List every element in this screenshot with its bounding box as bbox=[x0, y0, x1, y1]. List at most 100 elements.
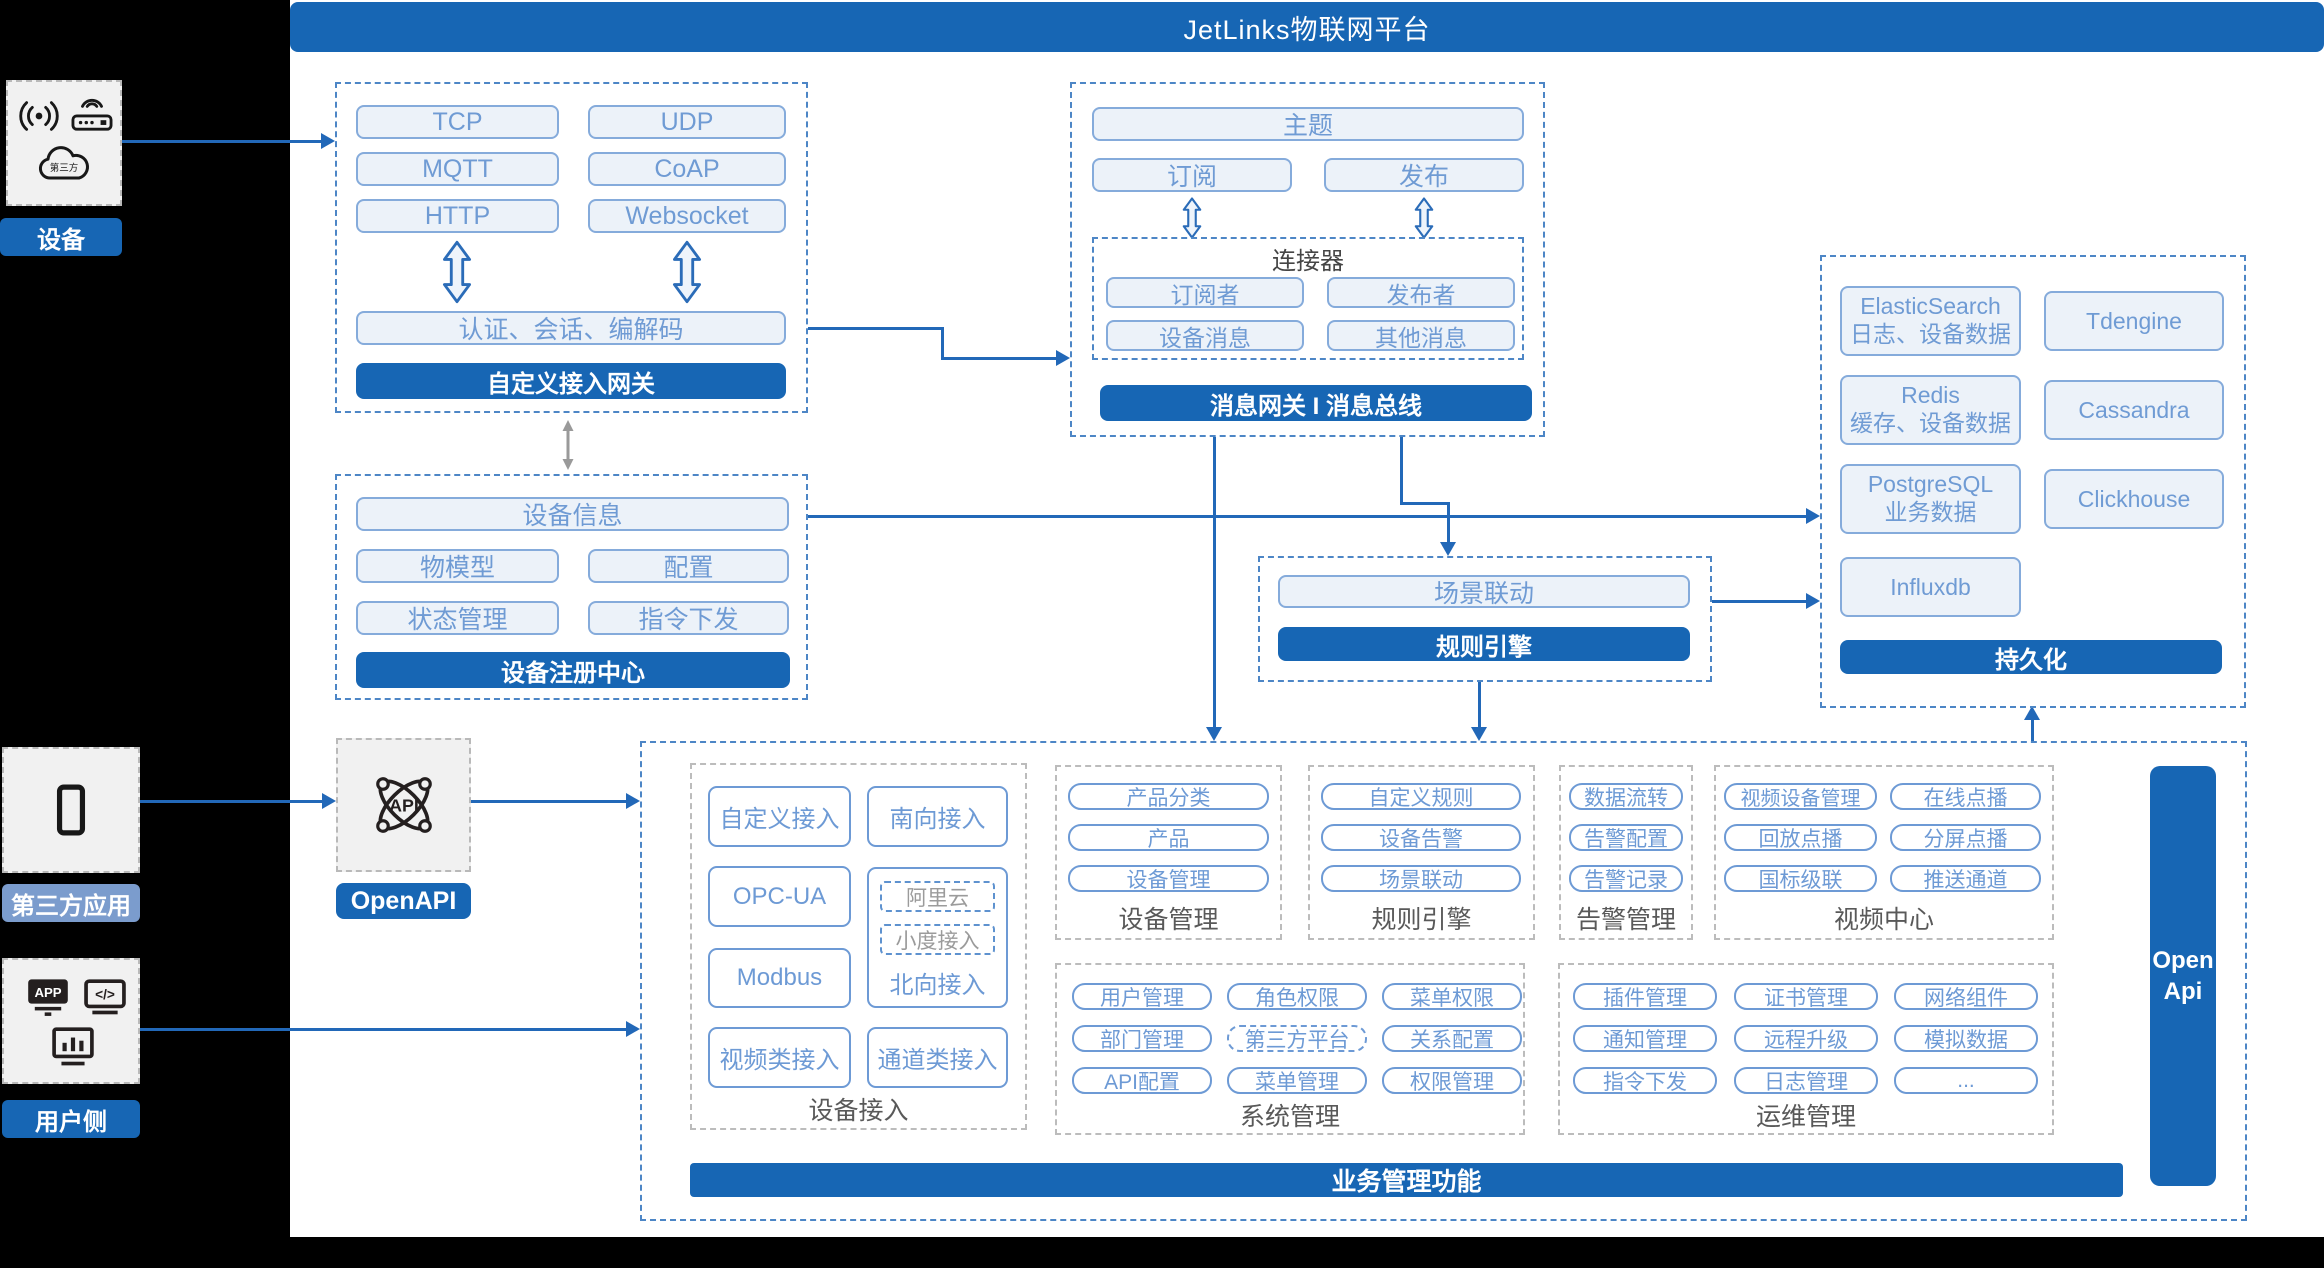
playback-box: 回放点播 bbox=[1724, 824, 1877, 851]
db-desc: 缓存、设备数据 bbox=[1850, 410, 2011, 436]
section-ops bbox=[1558, 963, 2054, 1135]
opc-ua-box: OPC-UA bbox=[708, 866, 851, 927]
system-label: 系统管理 bbox=[1239, 1103, 1340, 1131]
section-alarm bbox=[1559, 765, 1693, 940]
third-party-cloud-icon: 第三方 bbox=[38, 146, 89, 180]
notify-mgmt-box: 通知管理 bbox=[1573, 1025, 1717, 1052]
cloud-icon-label: 第三方 bbox=[50, 162, 79, 174]
arrowhead bbox=[1806, 593, 1820, 609]
aliyun-box: 阿里云 bbox=[880, 881, 995, 912]
rule-engine-bar: 规则引擎 bbox=[1278, 627, 1690, 661]
northbound-access-label: 北向接入 bbox=[889, 971, 986, 999]
arrowhead bbox=[1440, 542, 1456, 556]
openapi-label: OpenAPI bbox=[336, 883, 471, 919]
command-down-box: 指令下发 bbox=[588, 601, 789, 635]
router-icon bbox=[71, 98, 113, 131]
device-registry-panel bbox=[335, 474, 808, 700]
auth-session-codec-row: 认证、会话、编解码 bbox=[356, 311, 786, 345]
section-rule-engine bbox=[1308, 765, 1535, 940]
line-openapi-to-business bbox=[471, 800, 626, 803]
code-icon-label: </> bbox=[95, 987, 115, 1002]
gb-cascade-box: 国标级联 bbox=[1724, 865, 1877, 892]
user-side-rail-label: 用户侧 bbox=[2, 1100, 140, 1138]
arrowhead bbox=[626, 793, 640, 809]
line-bus-to-rule-1 bbox=[1400, 437, 1403, 505]
southbound-access-box: 南向接入 bbox=[867, 786, 1008, 847]
ops-label: 运维管理 bbox=[1755, 1103, 1856, 1131]
line-rule-to-persistence bbox=[1712, 600, 1806, 603]
message-bus-panel bbox=[1070, 82, 1545, 437]
arrowhead bbox=[1206, 727, 1222, 741]
business-footer-bar: 业务管理功能 bbox=[690, 1163, 2123, 1197]
api-atom-icon: API bbox=[375, 777, 432, 833]
role-permission-box: 角色权限 bbox=[1227, 983, 1367, 1010]
data-flow-box: 数据流转 bbox=[1569, 783, 1683, 810]
app-store-icon: APP bbox=[28, 979, 68, 1016]
open-api-vertical-bar: Open Api bbox=[2150, 766, 2216, 1186]
line-bus-to-business bbox=[1213, 437, 1216, 727]
arrowhead bbox=[1471, 727, 1487, 741]
gray-double-arrow-icon bbox=[562, 420, 574, 470]
line-registry-to-persistence bbox=[808, 515, 1806, 518]
message-bus-bar: 消息网关 I 消息总线 bbox=[1100, 385, 1532, 421]
network-component-box: 网络组件 bbox=[1894, 983, 2038, 1010]
command-issue-box: 指令下发 bbox=[1573, 1067, 1717, 1094]
plugin-mgmt-box: 插件管理 bbox=[1573, 983, 1717, 1010]
third-party-platform-box: 第三方平台 bbox=[1227, 1025, 1367, 1052]
relation-config-box: 关系配置 bbox=[1382, 1025, 1522, 1052]
user-side-icon-box: APP </> bbox=[2, 958, 140, 1084]
open-api-line2: Api bbox=[2163, 978, 2203, 1005]
arrowhead bbox=[626, 1021, 640, 1037]
protocol-udp: UDP bbox=[588, 105, 786, 139]
custom-access-box: 自定义接入 bbox=[708, 786, 851, 847]
device-mgmt-box: 设备管理 bbox=[1068, 865, 1269, 892]
device-icon-box: 第三方 bbox=[6, 80, 122, 206]
online-play-box: 在线点播 bbox=[1890, 783, 2041, 810]
mock-data-box: 模拟数据 bbox=[1894, 1025, 2038, 1052]
protocol-coap: CoAP bbox=[588, 152, 786, 186]
more-box: ... bbox=[1894, 1067, 2038, 1094]
db-name: PostgreSQL bbox=[1867, 471, 1994, 498]
push-channel-box: 推送通道 bbox=[1890, 865, 2041, 892]
alarm-config-box: 告警配置 bbox=[1569, 824, 1683, 851]
rule-engine-label: 规则引擎 bbox=[1371, 906, 1472, 934]
influxdb-box: Influxdb bbox=[1840, 557, 2021, 617]
video-device-mgmt-box: 视频设备管理 bbox=[1724, 783, 1877, 810]
rule-engine-panel bbox=[1258, 556, 1712, 682]
remote-upgrade-box: 远程升级 bbox=[1734, 1025, 1878, 1052]
openapi-icon-box: API bbox=[336, 738, 471, 872]
arrowhead bbox=[322, 793, 336, 809]
postgresql-box: PostgreSQL 业务数据 bbox=[1840, 464, 2021, 534]
line-business-to-persistence bbox=[2031, 720, 2034, 741]
device-access-label: 设备接入 bbox=[808, 1097, 909, 1125]
connector-panel bbox=[1092, 237, 1524, 360]
protocol-websocket: Websocket bbox=[588, 199, 786, 233]
persistence-bar: 持久化 bbox=[1840, 640, 2222, 674]
section-video-center bbox=[1714, 765, 2054, 940]
connector-title: 连接器 bbox=[1272, 247, 1344, 275]
cassandra-box: Cassandra bbox=[2044, 380, 2224, 440]
business-panel bbox=[640, 741, 2247, 1221]
config-box: 配置 bbox=[588, 549, 789, 583]
line-bus-to-rule-2 bbox=[1400, 502, 1450, 505]
persistence-panel bbox=[1820, 255, 2246, 708]
device-info-row: 设备信息 bbox=[356, 497, 789, 531]
elasticsearch-box: ElasticSearch 日志、设备数据 bbox=[1840, 286, 2021, 356]
alarm-label: 告警管理 bbox=[1575, 906, 1676, 934]
wireless-signal-icon bbox=[19, 101, 59, 131]
section-device-access bbox=[690, 763, 1027, 1130]
clickhouse-box: Clickhouse bbox=[2044, 469, 2224, 529]
phone-icon bbox=[56, 784, 86, 836]
product-box: 产品 bbox=[1068, 824, 1269, 851]
code-window-icon: </> bbox=[84, 979, 126, 1015]
third-party-app-icon-box bbox=[2, 747, 140, 873]
app-icon-label: APP bbox=[34, 985, 61, 1000]
device-rail-label: 设备 bbox=[0, 218, 122, 256]
redis-box: Redis 缓存、设备数据 bbox=[1840, 375, 2021, 445]
thing-model-box: 物模型 bbox=[356, 549, 559, 583]
double-arrow-icon bbox=[443, 240, 472, 304]
log-mgmt-box: 日志管理 bbox=[1734, 1067, 1878, 1094]
line-gateway-to-bus-2 bbox=[941, 327, 944, 360]
line-rule-to-business bbox=[1478, 682, 1481, 727]
